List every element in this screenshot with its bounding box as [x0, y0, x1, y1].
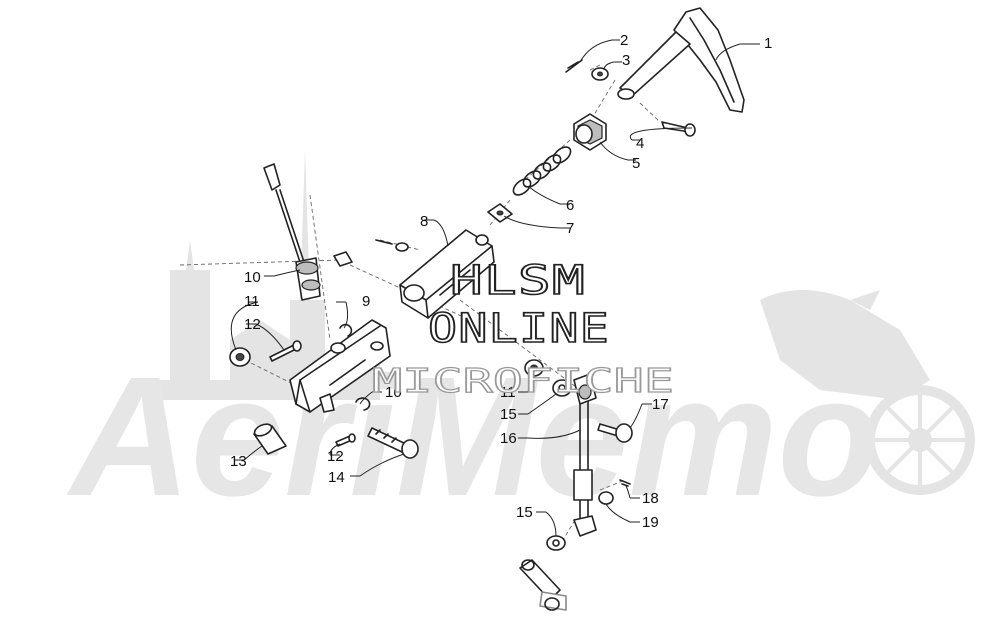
link-rod	[573, 373, 597, 537]
callout-12: 12	[244, 316, 261, 333]
callout-3: 3	[622, 52, 630, 69]
callout-6: 6	[566, 197, 574, 214]
retaining-clip	[355, 397, 371, 411]
callout-13: 13	[230, 453, 247, 470]
washer-upper	[552, 379, 572, 397]
callout-15-lower: 15	[516, 504, 533, 521]
watermark-line2: ONLINE	[428, 306, 610, 352]
return-spring	[512, 146, 572, 196]
brake-cable	[263, 163, 321, 301]
callout-10: 10	[244, 269, 261, 286]
washer-lower	[546, 535, 566, 551]
watermark-line3: MICROFICHE	[372, 361, 674, 400]
callout-15: 15	[500, 406, 517, 423]
callout-2: 2	[620, 32, 628, 49]
shoulder-bolt	[597, 423, 633, 443]
spacer-sleeve	[253, 423, 287, 455]
callout-12-lower: 12	[327, 448, 344, 465]
callout-7: 7	[566, 220, 574, 237]
hlsm-watermark: HLSM ONLINE MICROFICHE	[371, 257, 674, 400]
bottom-linkage	[519, 559, 567, 611]
lower-bracket	[289, 319, 391, 413]
callout-17: 17	[652, 396, 669, 413]
pivot-bolt	[367, 427, 419, 459]
watermark-line1: HLSM	[450, 258, 586, 304]
callout-18: 18	[642, 490, 659, 507]
callout-11: 11	[244, 293, 260, 310]
background-watermark: AeriMemo	[66, 150, 975, 532]
callout-14: 14	[328, 469, 345, 486]
circlip	[339, 323, 353, 337]
callout-8: 8	[420, 213, 428, 230]
callout-16: 16	[500, 430, 517, 447]
clevis-pin	[661, 121, 696, 137]
callout-labels: 1 2 3 4 5 6 7 8 9 10 11 12 10 11 12 13 1…	[230, 32, 772, 531]
callout-5: 5	[632, 155, 640, 172]
cylinder-housing	[573, 113, 607, 151]
callout-4: 4	[636, 135, 644, 152]
brake-pedal	[617, 7, 745, 113]
leader-lines	[230, 39, 760, 537]
cotter-pin	[565, 59, 583, 73]
bushing-left	[229, 347, 251, 367]
cotter-pin-small	[619, 479, 631, 487]
spring-seat	[487, 203, 513, 223]
washer-small	[591, 67, 609, 81]
washer-lower-right	[598, 491, 614, 505]
watermark-logo-text: AeriMemo	[66, 342, 880, 532]
rivet-upper	[269, 340, 302, 362]
callout-1: 1	[764, 35, 772, 52]
pivot-bracket	[333, 229, 495, 319]
callout-11-right: 11	[500, 384, 516, 401]
callout-10-lower: 10	[385, 384, 402, 401]
callout-19: 19	[642, 514, 659, 531]
callout-9: 9	[362, 293, 370, 310]
